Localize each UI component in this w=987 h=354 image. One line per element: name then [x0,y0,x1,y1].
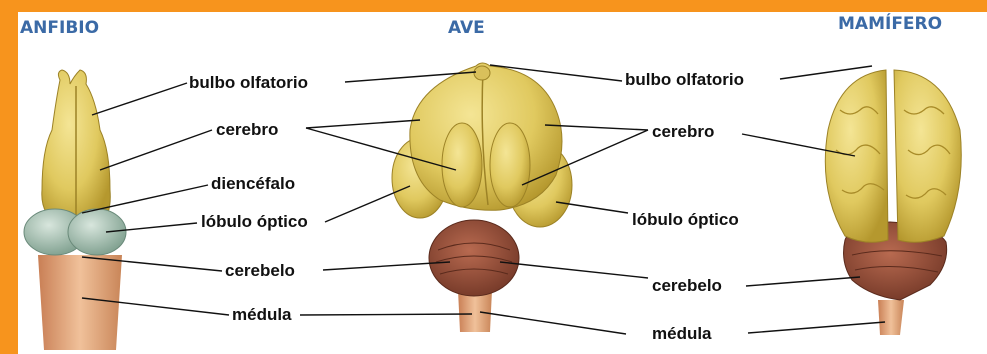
amphibian-optic-lobe-right [68,209,126,255]
bird-cerebellum [429,220,519,296]
bird-olfactory-bulb [474,66,490,80]
label-olfactory-bulb-right: bulbo olfatorio [625,70,744,90]
amphibian-brain [24,70,126,350]
label-optic-lobe-left: lóbulo óptico [201,212,308,232]
title-bird: AVE [448,18,485,38]
label-optic-lobe-right: lóbulo óptico [632,210,739,230]
label-olfactory-bulb-left: bulbo olfatorio [189,73,308,93]
mammal-cerebrum-right [894,70,961,242]
mammal-brain [825,70,961,335]
label-diencephalon: diencéfalo [211,174,295,194]
mammal-cerebrum-left [825,70,888,242]
title-amphibian: ANFIBIO [20,18,99,38]
mammal-medulla [878,300,904,335]
label-medulla-right: médula [652,324,712,344]
bird-brain [392,63,572,332]
label-medulla-left: médula [232,305,292,325]
label-cerebrum-left: cerebro [216,120,278,140]
title-mammal: MAMÍFERO [838,14,942,34]
label-cerebellum-right: cerebelo [652,276,722,296]
label-cerebellum-left: cerebelo [225,261,295,281]
amphibian-medulla [38,255,122,350]
label-cerebrum-right: cerebro [652,122,714,142]
